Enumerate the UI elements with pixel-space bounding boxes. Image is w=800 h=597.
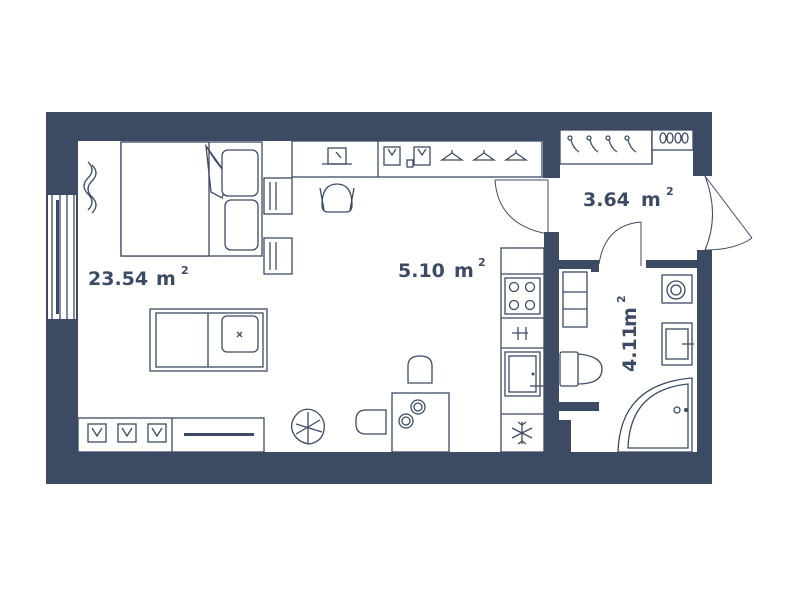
stove-icon — [504, 277, 541, 315]
area-living-unit: m — [156, 268, 176, 290]
area-living-value: 23.54 — [88, 268, 148, 290]
tv-stand-icon — [77, 417, 265, 453]
area-hall-value: 3.64 — [583, 189, 630, 211]
sofa-icon — [149, 308, 268, 372]
area-label-bathroom: 4.11 m 2 — [615, 295, 641, 372]
towel-rail-icon — [562, 271, 588, 328]
area-kitchen-unit: m — [454, 260, 474, 282]
area-label-living: 23.54 m 2 — [88, 264, 189, 290]
area-hall-unit: m — [641, 189, 661, 211]
area-hall-exponent: 2 — [666, 185, 674, 198]
wardrobe-icon — [383, 146, 431, 168]
area-label-hall: 3.64 m 2 — [583, 185, 674, 211]
dining-table-icon — [391, 392, 450, 453]
chair-icon — [355, 355, 433, 435]
area-label-kitchen: 5.10 m 2 — [398, 256, 486, 282]
curtain-icon — [83, 161, 97, 214]
door-icon — [494, 175, 753, 266]
bath-sink-icon — [661, 322, 694, 366]
fridge-icon — [511, 421, 533, 445]
plant-icon — [291, 408, 325, 445]
nightstand-icon — [263, 177, 293, 275]
area-bathroom-unit: m — [619, 307, 641, 327]
area-kitchen-exponent: 2 — [478, 256, 486, 269]
toilet-icon — [559, 351, 603, 387]
faucet-icon — [512, 327, 528, 340]
window-icon — [48, 195, 76, 319]
shoe-rack-icon — [659, 132, 689, 144]
walls — [46, 112, 712, 484]
area-bathroom-exponent: 2 — [615, 295, 628, 303]
area-bathroom-value: 4.11 — [619, 325, 641, 372]
bed-icon — [120, 141, 263, 257]
chair-icon — [319, 183, 355, 213]
shower-icon — [617, 377, 693, 453]
area-kitchen-value: 5.10 — [398, 260, 445, 282]
sink-icon — [504, 351, 544, 397]
hanger-icon — [439, 150, 529, 161]
washing-machine-icon — [661, 274, 693, 304]
area-living-exponent: 2 — [181, 264, 189, 277]
